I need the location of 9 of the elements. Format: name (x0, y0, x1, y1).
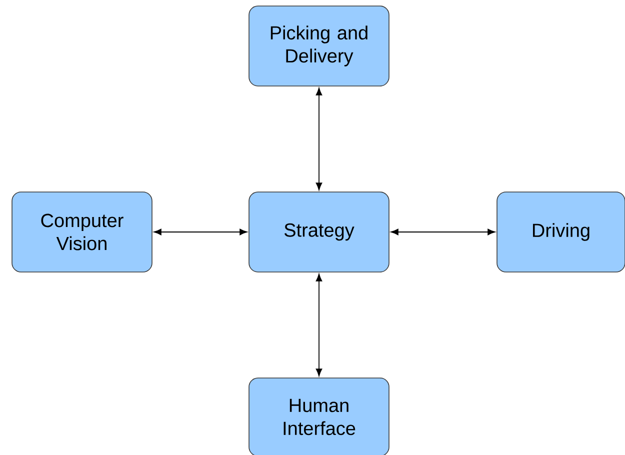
process-box: Human Interface (248, 378, 390, 455)
arrow (390, 228, 496, 236)
arrow (316, 274, 322, 376)
arrow (154, 228, 248, 236)
process-box: Picking and Delivery (248, 6, 390, 86)
process-box: Strategy (248, 192, 390, 272)
arrow (316, 88, 322, 190)
process-box: Computer Vision (12, 192, 152, 272)
process-box: Driving (496, 192, 625, 272)
